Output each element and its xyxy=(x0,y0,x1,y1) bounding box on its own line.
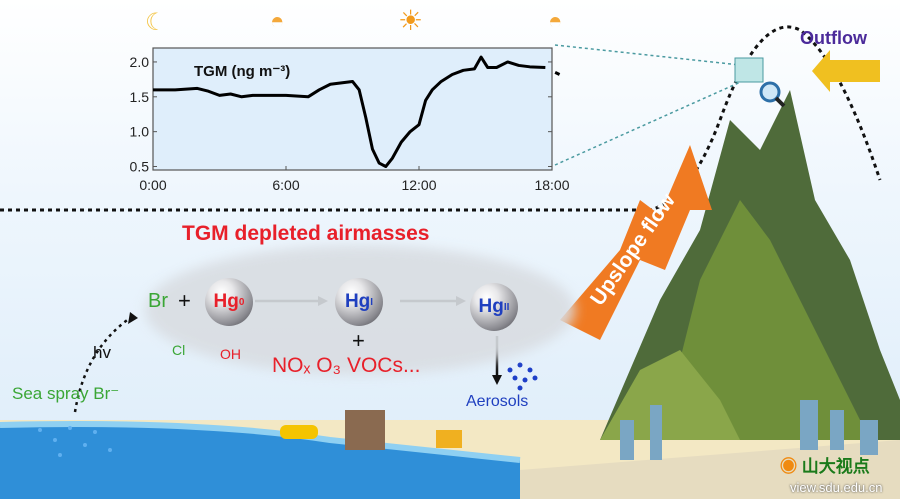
watermark-logo: ◉ 山大视点 xyxy=(780,457,870,476)
plus-sign: + xyxy=(352,328,365,353)
aerosols-label: Aerosols xyxy=(466,393,529,410)
moon-cloud-icon: ☾ xyxy=(145,9,167,36)
hv-label: hv xyxy=(93,343,111,362)
y-tick-label: 1.5 xyxy=(130,89,150,105)
tgm-series-line xyxy=(153,55,546,169)
outflow-label: Outflow xyxy=(800,28,867,48)
x-tick-label: 12:00 xyxy=(401,177,436,193)
br-label: Br xyxy=(148,290,168,312)
x-tick-label: 0:00 xyxy=(139,177,166,193)
chart-title: TGM (ng m⁻³) xyxy=(194,63,291,80)
watermark-url: view.sdu.edu.cn xyxy=(790,480,883,495)
y-tick-label: 1.0 xyxy=(130,124,150,140)
y-tick-label: 0.5 xyxy=(130,159,150,175)
plus-sign: + xyxy=(178,288,191,313)
oxidants-label: NOₓ O₃ VOCs... xyxy=(272,354,421,377)
tgm-series-tail xyxy=(554,71,561,76)
x-tick-label: 18:00 xyxy=(534,177,569,193)
plot-frame xyxy=(152,47,553,171)
cl-label: Cl xyxy=(172,342,186,358)
x-tick-label: 6:00 xyxy=(272,177,299,193)
oh-label: OH xyxy=(220,346,241,362)
sun-icon: ☀ xyxy=(398,5,424,36)
sun-cloud-icon: ◓ xyxy=(548,8,563,35)
airmass-title: TGM depleted airmasses xyxy=(182,222,430,245)
sun-cloud-icon: ◓ xyxy=(270,8,285,35)
sea-spray-label: Sea spray Br⁻ xyxy=(12,384,120,403)
y-tick-label: 2.0 xyxy=(130,54,150,70)
